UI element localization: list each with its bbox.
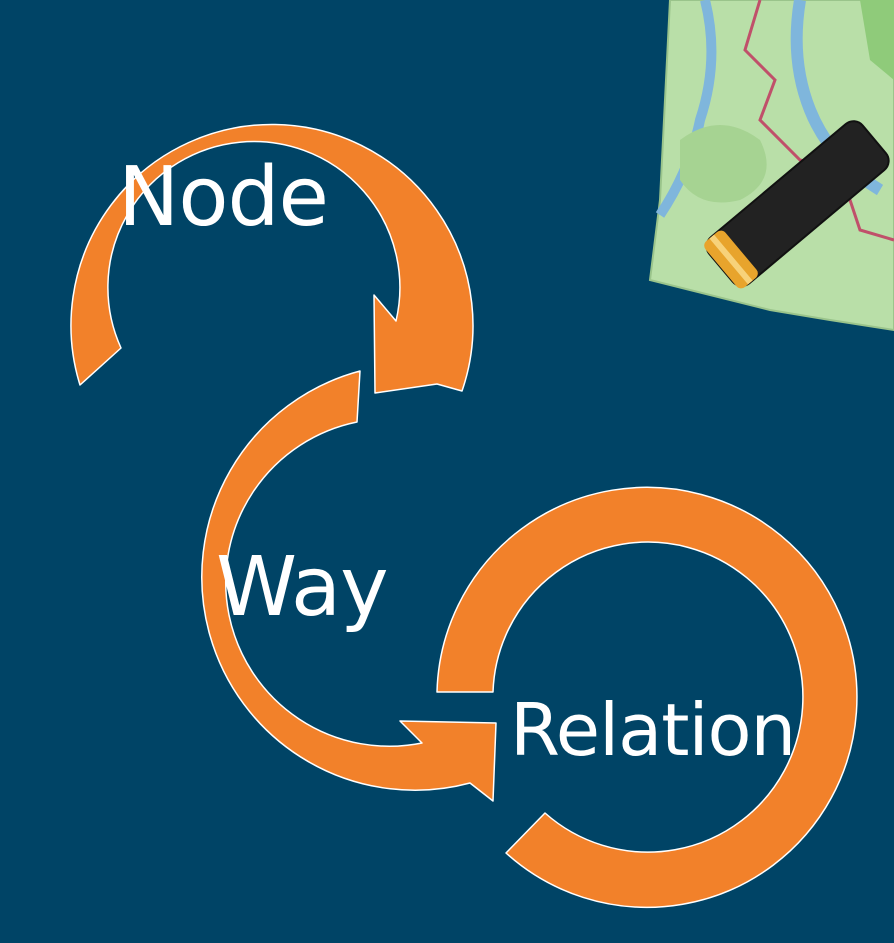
relation-label: Relation xyxy=(510,688,796,772)
node-arc xyxy=(70,123,474,394)
relation-arc xyxy=(436,486,858,909)
way-label: Way xyxy=(216,540,389,635)
node-label: Node xyxy=(118,150,329,245)
way-arc xyxy=(201,370,497,802)
map-logo-icon xyxy=(648,0,894,332)
